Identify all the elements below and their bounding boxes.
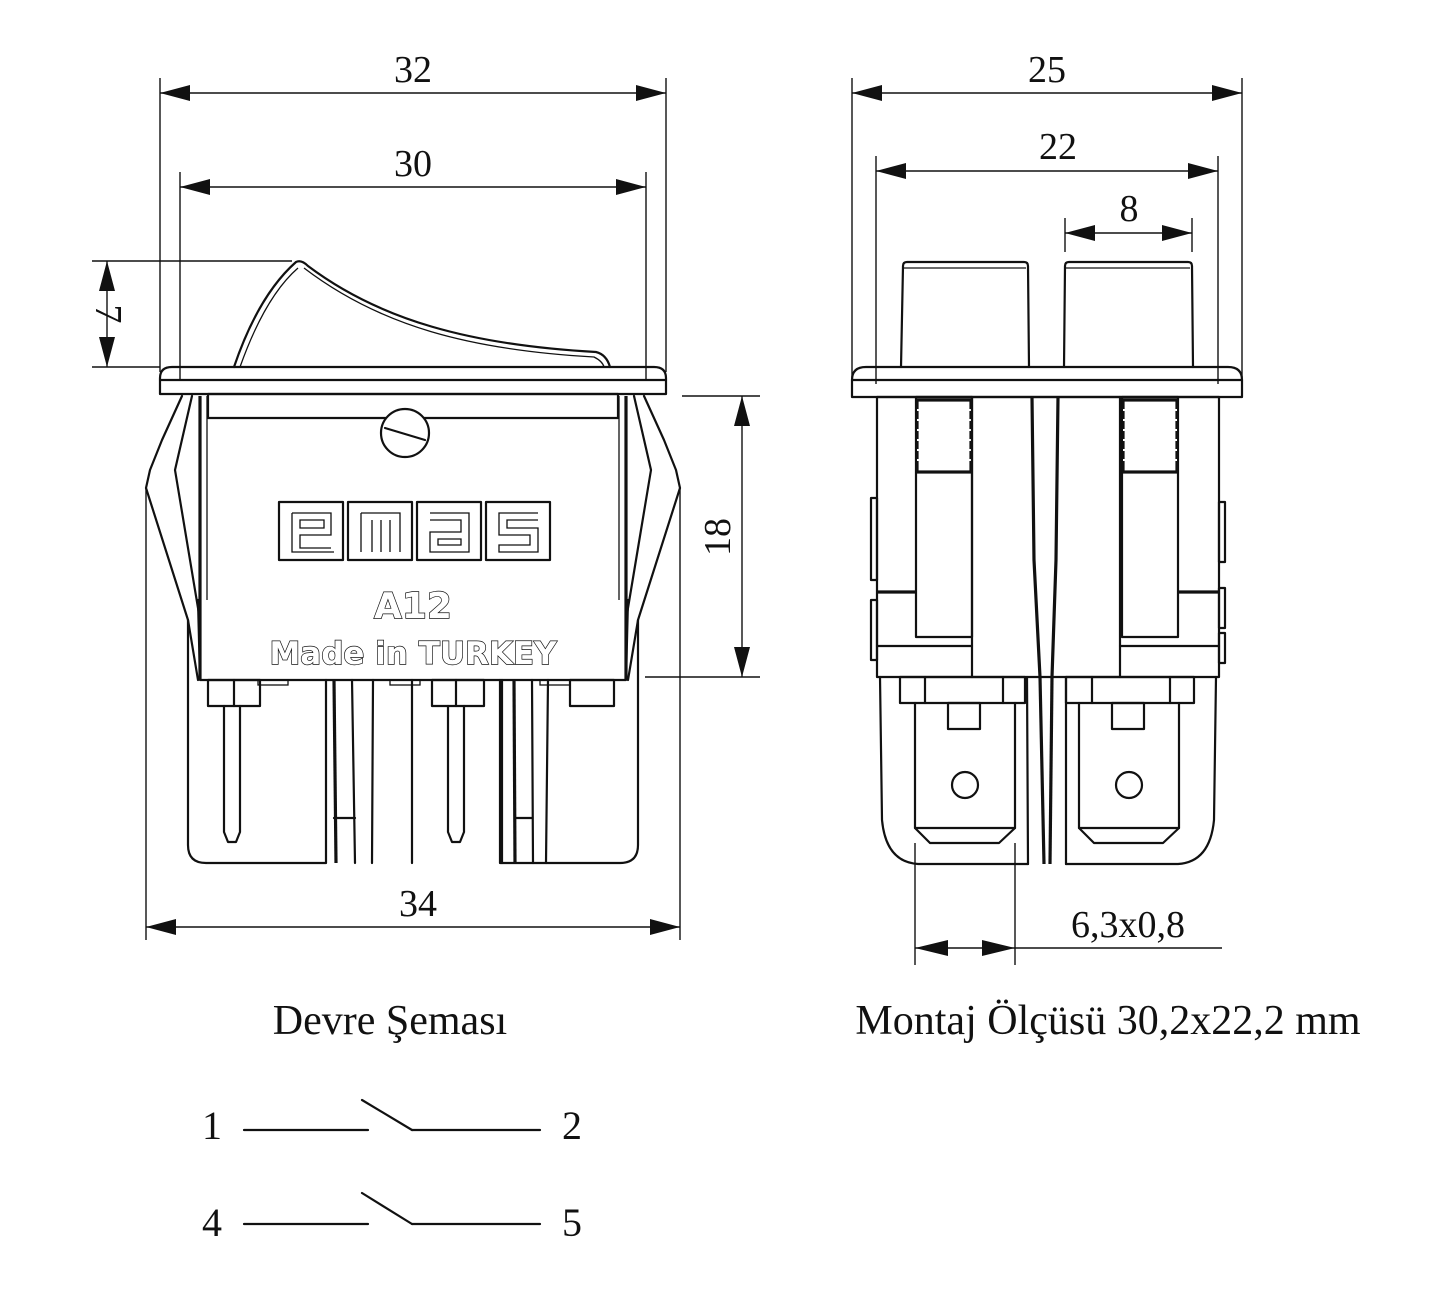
switch-4-5: 4 5 — [202, 1191, 582, 1245]
dimension-label-8: 8 — [1120, 188, 1139, 230]
side-body — [869, 395, 1227, 679]
dimension-label-32: 32 — [394, 49, 432, 91]
dimension-label-18: 18 — [697, 518, 739, 556]
blade-terminal-right — [1077, 701, 1181, 845]
dimension-inner-width: 30 — [179, 143, 647, 380]
body-top — [206, 392, 620, 459]
pin-label-4: 4 — [202, 1200, 222, 1245]
pin-label-5: 5 — [562, 1200, 582, 1245]
pin-label-1: 1 — [202, 1103, 222, 1148]
side-clips — [144, 394, 682, 682]
terminal-housing — [186, 618, 640, 865]
model-label: A12 — [374, 586, 452, 627]
dimension-terminal-size: 6,3x0,8 — [914, 843, 1222, 965]
blade-terminal-left — [913, 701, 1017, 845]
circuit-diagram: 1 2 4 5 — [202, 1098, 582, 1245]
dimension-body-height: 18 — [645, 395, 760, 940]
brand-logo — [277, 500, 552, 562]
origin-label: Made in TURKEY — [269, 636, 557, 672]
side-bezel — [850, 365, 1244, 399]
label-plate: A12 Made in TURKEY — [196, 500, 630, 682]
circuit-diagram-caption: Devre Şeması — [273, 998, 507, 1044]
pin-label-2: 2 — [562, 1103, 582, 1148]
mounting-dimension-caption: Montaj Ölçüsü 30,2x22,2 mm — [855, 998, 1360, 1044]
side-terminal-housing — [878, 675, 1218, 866]
dimension-label-25: 25 — [1028, 49, 1066, 91]
dimension-label-30: 30 — [394, 143, 432, 185]
dimension-side-overall-width: 25 — [851, 49, 1243, 380]
bezel — [158, 365, 668, 396]
dimension-actuator-width: 8 — [1064, 188, 1193, 252]
rocker-actuator — [232, 260, 612, 369]
dimension-label-34: 34 — [399, 883, 437, 925]
side-view: 25 22 8 — [850, 49, 1361, 1044]
actuator-tops — [899, 260, 1195, 369]
front-view: 32 30 7 18 — [87, 49, 760, 1044]
switch-1-2: 1 2 — [202, 1098, 582, 1148]
dimension-label-7: 7 — [87, 305, 129, 324]
dimension-terminal-span: 34 — [145, 488, 680, 940]
dimension-rocker-height: 7 — [87, 260, 292, 368]
dimension-label-terminal-size: 6,3x0,8 — [1071, 904, 1185, 946]
dimension-label-22: 22 — [1039, 126, 1077, 168]
dimension-overall-width: 32 — [159, 49, 667, 372]
dimension-side-inner-width: 22 — [875, 126, 1219, 384]
